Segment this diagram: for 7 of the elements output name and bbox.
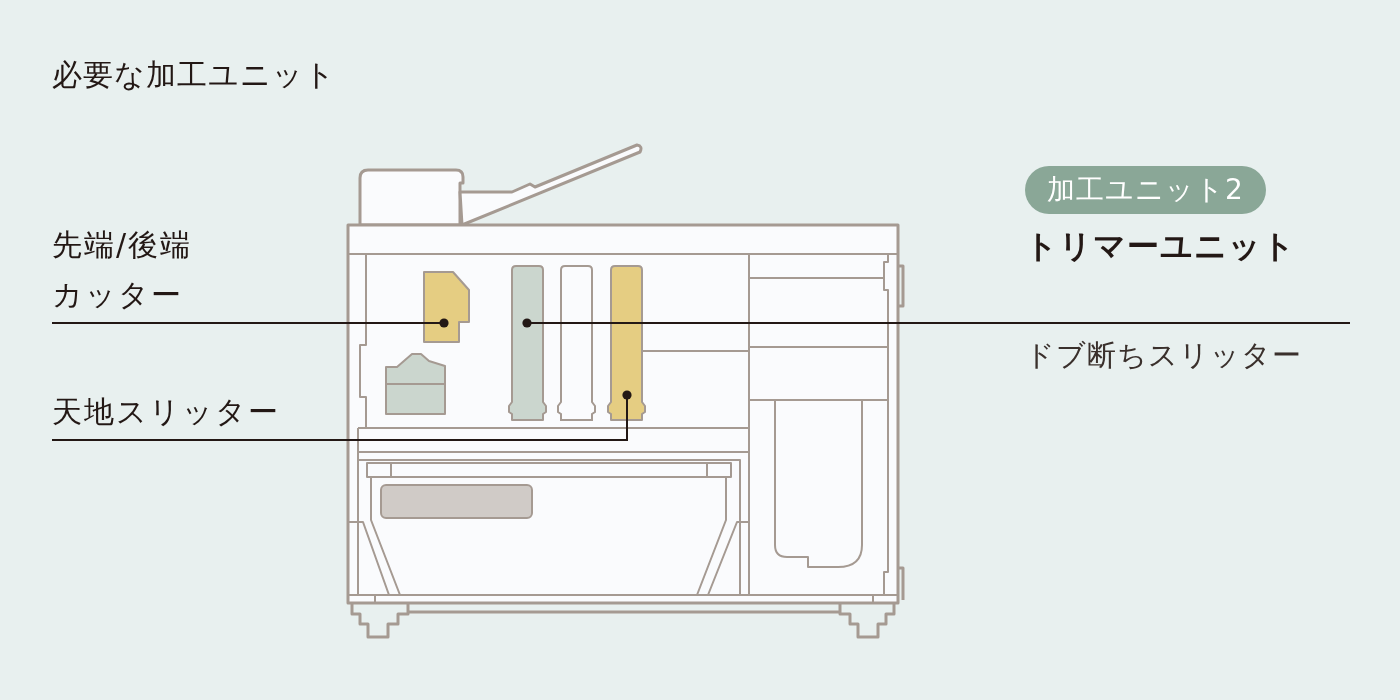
unit-heading: トリマーユニット: [1025, 226, 1296, 266]
diagram-title: 必要な加工ユニット: [52, 56, 336, 94]
unit-badge: 加工ユニット2: [1025, 166, 1266, 214]
part-label: ドブ断ちスリッター: [1025, 337, 1302, 374]
leader-line: [51, 318, 449, 328]
callout-label: 先端/後端カッター: [52, 220, 202, 323]
callout-label: 天地スリッター: [52, 390, 372, 440]
